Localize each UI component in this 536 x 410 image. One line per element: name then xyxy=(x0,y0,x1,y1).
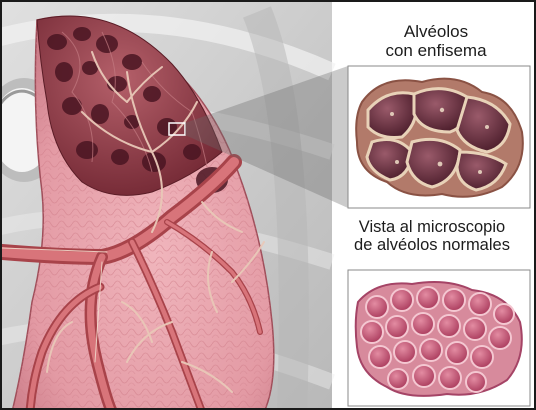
emphysema-caption-line1: Alvéolos xyxy=(354,22,518,41)
normal-caption-line1: Vista al microscopio xyxy=(326,218,536,236)
emphysema-caption-line2: con enfisema xyxy=(354,41,518,60)
normal-caption-line2: de alvéolos normales xyxy=(326,236,536,254)
normal-caption: Vista al microscopio de alvéolos normale… xyxy=(326,218,536,255)
normal-alveoli-inset xyxy=(348,270,530,406)
emphysema-inset xyxy=(348,66,530,208)
emphysema-caption: Alvéolos con enfisema xyxy=(354,22,518,60)
